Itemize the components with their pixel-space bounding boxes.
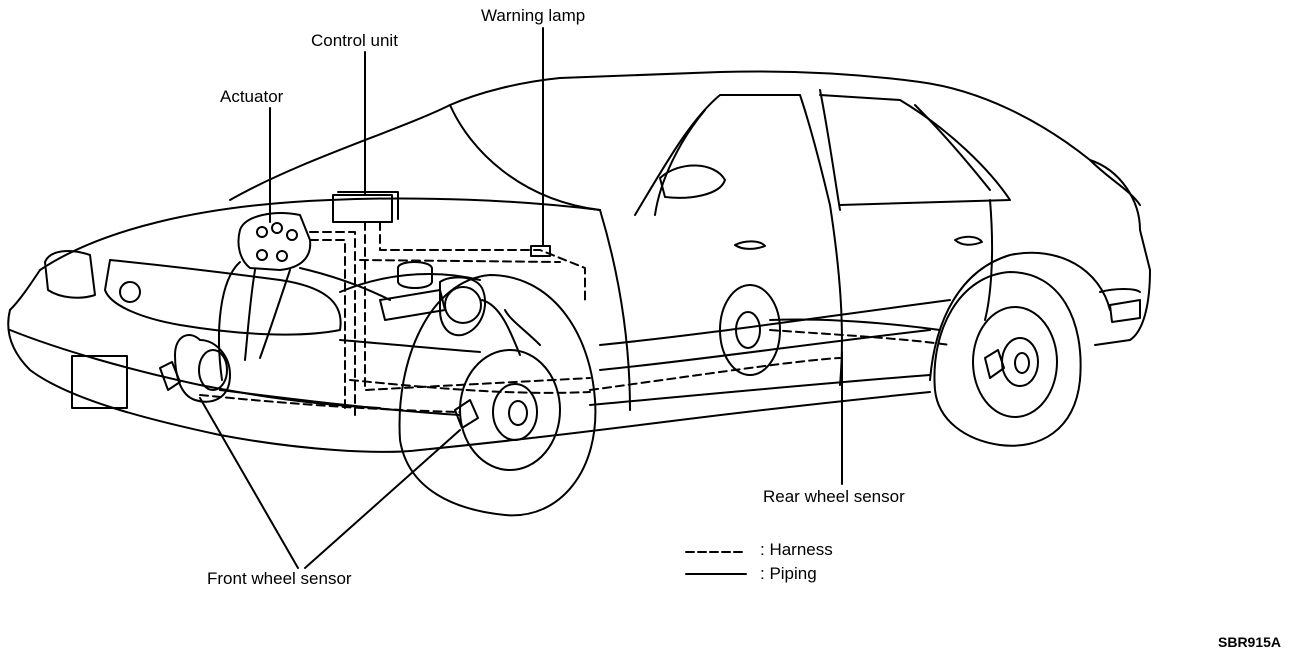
label-front-wheel-sensor: Front wheel sensor xyxy=(207,569,352,588)
leader-lines xyxy=(199,27,843,569)
car-body xyxy=(7,70,1151,453)
front-left-brake xyxy=(159,334,231,403)
figure-code: SBR915A xyxy=(1218,634,1282,650)
actuator-unit xyxy=(237,212,312,271)
legend-harness-label: : Harness xyxy=(760,540,833,559)
front-wheel xyxy=(398,274,597,517)
control-unit-box xyxy=(332,191,399,223)
label-control-unit: Control unit xyxy=(311,31,398,50)
legend-piping-label: : Piping xyxy=(760,564,817,583)
rear-left-brake xyxy=(719,284,781,376)
master-cylinder xyxy=(379,261,487,337)
wiring-harness xyxy=(199,221,951,416)
rear-wheel xyxy=(933,271,1082,447)
label-rear-wheel-sensor: Rear wheel sensor xyxy=(763,487,905,506)
label-actuator: Actuator xyxy=(220,87,284,106)
legend-samples xyxy=(685,551,747,575)
label-warning-lamp: Warning lamp xyxy=(481,6,586,25)
